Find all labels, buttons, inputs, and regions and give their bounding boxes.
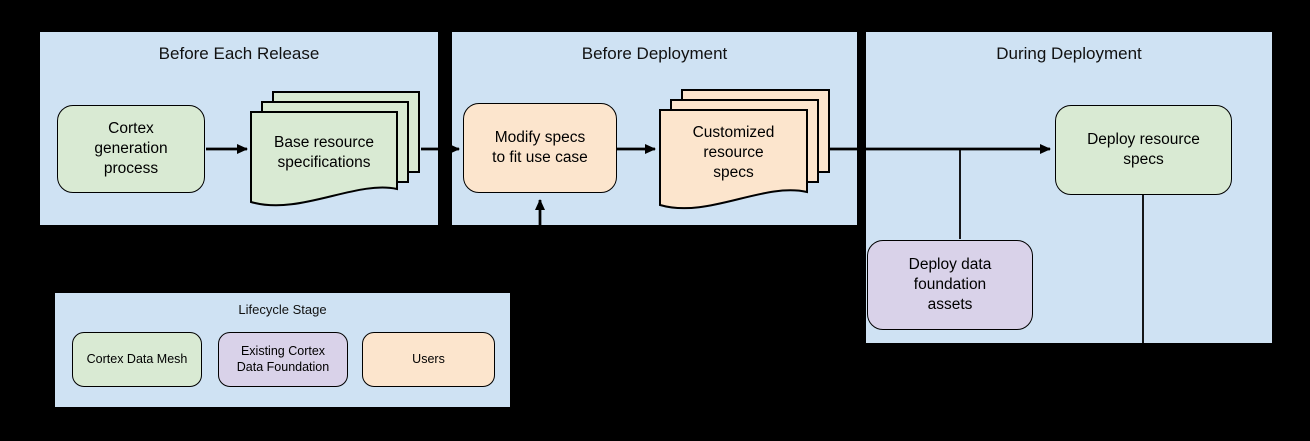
panel-title: Before Deployment — [581, 44, 728, 63]
legend-item-users: Users — [362, 332, 495, 387]
node-modify-specs-to-fit-use-case: Modify specs to fit use case — [463, 103, 617, 193]
legend-item-cortex-data-mesh: Cortex Data Mesh — [72, 332, 202, 387]
legend-item-label: Users — [412, 351, 445, 366]
legend-item-label: Existing Cortex Data Foundation — [236, 343, 330, 374]
node-deploy-data-foundation-assets: Deploy data foundation assets — [867, 240, 1033, 330]
node-deploy-resource-specs: Deploy resource specs — [1055, 105, 1232, 195]
node-label: Deploy data foundation assets — [908, 256, 992, 313]
node-cortex-generation-process: Cortex generation process — [57, 105, 205, 193]
legend-item-label: Cortex Data Mesh — [86, 351, 188, 366]
legend-title: Lifecycle Stage — [238, 302, 327, 317]
panel-title: Before Each Release — [158, 44, 320, 63]
legend-item-existing-cortex-data-foundation: Existing Cortex Data Foundation — [218, 332, 348, 387]
node-label: Deploy resource specs — [1087, 131, 1200, 168]
panel-title: During Deployment — [996, 44, 1142, 63]
node-label: Modify specs to fit use case — [492, 129, 588, 166]
legend-box: Lifecycle Stage Cortex Data Mesh Existin… — [55, 293, 510, 407]
node-label: Cortex generation process — [94, 120, 168, 177]
